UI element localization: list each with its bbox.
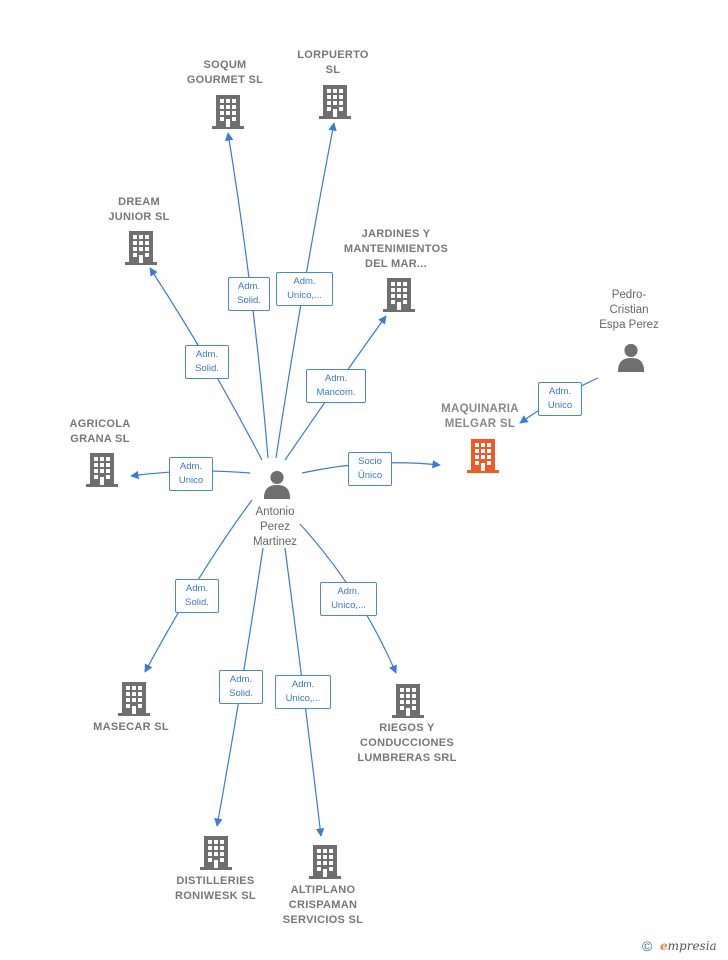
relation-badge-pedro: Adm. Unico	[538, 382, 582, 416]
copyright-icon: ©	[642, 938, 653, 954]
company-label-agricola[interactable]: AGRICOLA GRANA SL	[69, 418, 131, 445]
company-label-soqum[interactable]: SOQUM GOURMET SL	[186, 59, 264, 86]
person-icon-center	[263, 470, 291, 499]
company-label-altiplano[interactable]: ALTIPLANO CRISPAMAN SERVICIOS SL	[282, 884, 364, 926]
building-icon-masecar	[118, 682, 150, 716]
relation-badge-maquinaria: Socio Único	[348, 452, 392, 486]
relation-badge-soqum: Adm. Solid.	[228, 277, 270, 311]
person-label-pedro[interactable]: Pedro- Cristian Espa Perez	[599, 289, 659, 331]
company-label-maquinaria[interactable]: MAQUINARIA MELGAR SL	[441, 403, 519, 430]
building-icon-distilleries	[200, 836, 232, 870]
relation-badge-dream: Adm. Solid.	[185, 345, 229, 379]
relation-badge-jardines: Adm. Mancom.	[306, 369, 366, 403]
company-label-jardines[interactable]: JARDINES Y MANTENIMIENTOS DEL MAR...	[343, 228, 449, 270]
building-icon-maquinaria	[467, 439, 499, 473]
relation-badge-masecar: Adm. Solid.	[175, 579, 219, 613]
footer-brand[interactable]: © empresia	[638, 938, 728, 956]
person-icon-pedro	[617, 343, 645, 372]
building-icon-lorpuerto	[319, 85, 351, 119]
brand-logo-text: empresia	[660, 939, 717, 953]
building-icon-agricola	[86, 453, 118, 487]
relation-badge-altiplano: Adm. Unico,...	[275, 675, 331, 709]
relation-badge-distilleries: Adm. Solid.	[219, 670, 263, 704]
edge-masecar	[144, 499, 253, 673]
company-label-lorpuerto[interactable]: LORPUERTO SL	[297, 49, 369, 76]
building-icon-dream	[125, 231, 157, 265]
company-label-distilleries[interactable]: DISTILLERIES RONIWESK SL	[175, 875, 256, 902]
building-icon-riegos	[392, 684, 424, 718]
building-icon-altiplano	[309, 845, 341, 879]
building-icon-soqum	[212, 95, 244, 129]
company-label-masecar[interactable]: MASECAR SL	[93, 721, 169, 733]
building-icon-jardines	[383, 278, 415, 312]
relation-badge-riegos: Adm. Unico,...	[320, 582, 377, 616]
relation-badge-lorpuerto: Adm. Unico,...	[276, 272, 333, 306]
relation-badge-agricola: Adm. Unico	[169, 457, 213, 491]
company-label-dream[interactable]: DREAM JUNIOR SL	[108, 196, 170, 223]
person-label-center[interactable]: Antonio Perez Martinez	[252, 506, 298, 548]
company-label-riegos[interactable]: RIEGOS Y CONDUCCIONES LUMBRERAS SRL	[357, 722, 457, 764]
